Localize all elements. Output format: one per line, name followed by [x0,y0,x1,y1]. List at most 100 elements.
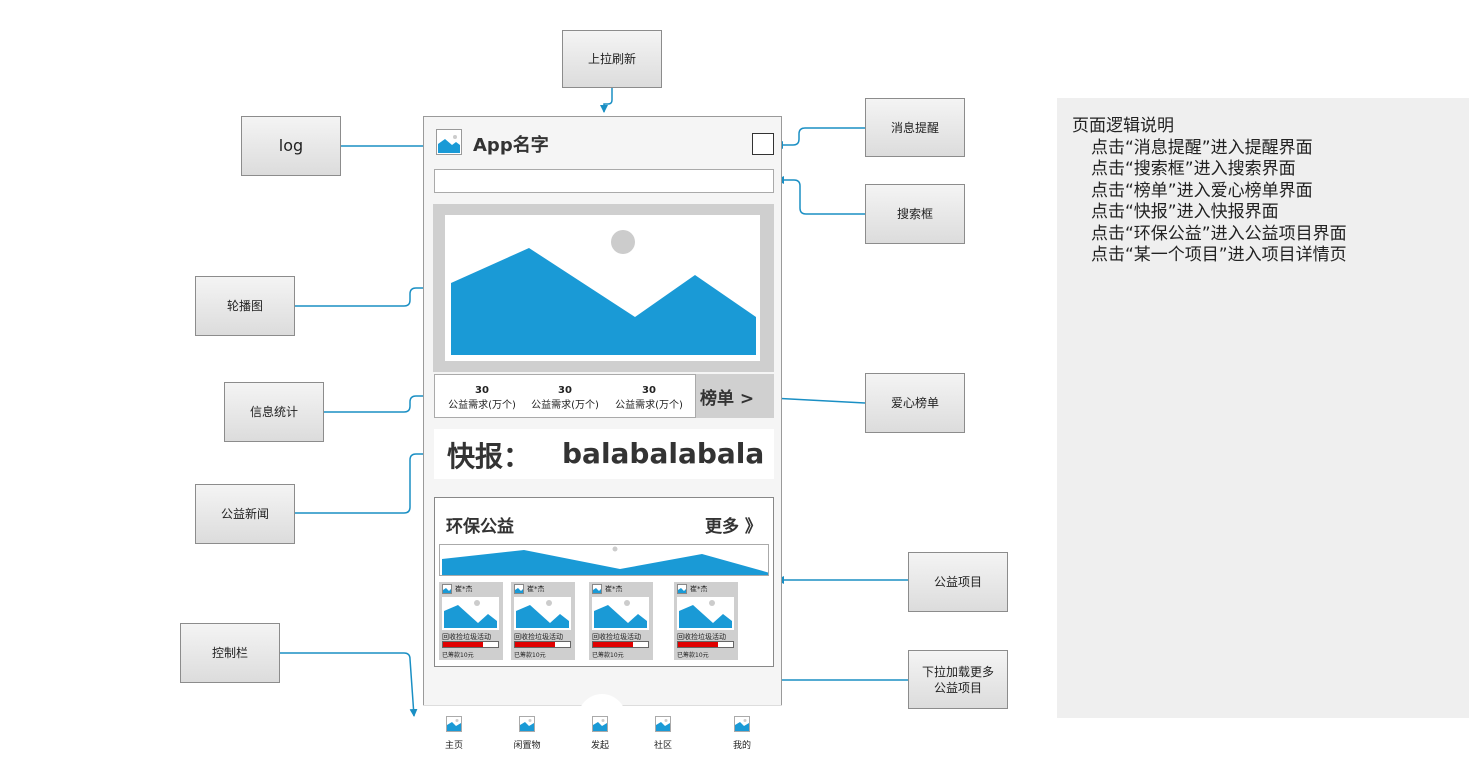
connector-control [280,652,418,717]
rank-button[interactable]: 榜单 > [696,374,774,418]
carousel-image [445,215,760,361]
connector-search [776,176,865,215]
stat-number: 30 [475,385,489,396]
connector-pull-refresh [600,88,613,113]
stat-number: 30 [642,385,656,396]
callout-log: log [241,116,341,176]
card-header: 崔*杰 [592,584,623,594]
card-progress-fill [593,642,633,647]
center-tab-bump [578,694,626,718]
stat-label: 公益需求(万个) [531,400,599,411]
card-raised: 已筹款10元 [514,652,546,659]
connector-news [295,450,433,514]
callout-charity-projects: 公益项目 [908,552,1008,612]
stat-item: 30 公益需求(万个) [609,383,689,413]
callout-control-bar: 控制栏 [180,623,280,683]
description-line: 点击“搜索框”进入搜索界面 [1091,159,1296,179]
connector-stats [323,392,433,413]
tab-home[interactable]: 主页 [429,716,479,751]
landscape-image-icon [594,600,647,628]
card-raised: 已筹款10元 [592,652,624,659]
landscape-image-icon [516,600,569,628]
card-progress-fill [515,642,555,647]
card-head-text: 崔*杰 [690,585,708,593]
image-icon [592,584,602,594]
news-label: 快报： [447,440,532,473]
callout-carousel: 轮播图 [195,276,295,336]
card-progress-fill [443,642,483,647]
community-icon [655,716,671,732]
initiate-icon [592,716,608,732]
card-image [442,597,499,630]
charity-projects-section: 环保公益 更多 》 崔*杰 回收捡垃圾活动 已筹 [434,497,774,667]
card-head-text: 崔*杰 [605,585,623,593]
callout-pull-refresh: 上拉刷新 [562,30,662,88]
landscape-image-icon [442,546,768,575]
tab-label: 我的 [732,741,751,751]
stat-number: 30 [558,385,572,396]
search-input[interactable] [434,169,774,193]
news-text: balabalabala [562,437,765,470]
tab-mine[interactable]: 我的 [717,716,767,751]
callout-search-box: 搜索框 [865,184,965,244]
card-name: 回收捡垃圾活动 [514,633,563,641]
card-head-text: 崔*杰 [455,585,473,593]
card-header: 崔*杰 [442,584,473,594]
stat-label: 公益需求(万个) [448,400,516,411]
landscape-image-icon [444,600,497,628]
callout-info-stats: 信息统计 [224,382,324,442]
card-head-text: 崔*杰 [527,585,545,593]
project-card[interactable]: 崔*杰 回收捡垃圾活动 已筹款10元 [439,582,503,660]
phone-mockup: App名字 30 公益需求(万个) 30 公益需求(万个) 30 公益需求(万个… [423,116,782,758]
projects-more-link[interactable]: 更多 》 [705,517,762,537]
callout-love-rank: 爱心榜单 [865,373,965,433]
description-title: 页面逻辑说明 [1072,116,1174,136]
projects-title[interactable]: 环保公益 [446,517,514,537]
description-line: 点击“快报”进入快报界面 [1091,202,1279,222]
idle-items-icon [519,716,535,732]
info-stats[interactable]: 30 公益需求(万个) 30 公益需求(万个) 30 公益需求(万个) [434,374,696,418]
card-image [677,597,734,630]
tab-initiate[interactable]: 发起 [575,716,625,751]
card-image [592,597,649,630]
connector-message [775,127,865,149]
description-line: 点击“榜单”进入爱心榜单界面 [1091,180,1313,201]
stat-item: 30 公益需求(万个) [442,383,522,413]
card-raised: 已筹款10元 [677,652,709,659]
card-image [514,597,571,630]
description-line: 点击“消息提醒”进入提醒界面 [1091,137,1313,158]
card-raised: 已筹款10元 [442,652,474,659]
card-progress-bar [677,641,734,648]
callout-charity-news: 公益新闻 [195,484,295,544]
card-progress-bar [442,641,499,648]
profile-icon [734,716,750,732]
projects-banner[interactable] [439,544,769,576]
landscape-image-icon [679,600,732,628]
image-icon [677,584,687,594]
tab-idle-items[interactable]: 闲置物 [502,716,552,751]
tab-community[interactable]: 社区 [638,716,688,751]
card-name: 回收捡垃圾活动 [592,633,641,641]
tab-label: 社区 [653,741,672,751]
news-flash[interactable]: 快报： balabalabala [434,429,774,479]
project-card[interactable]: 崔*杰 回收捡垃圾活动 已筹款10元 [589,582,653,660]
home-icon [446,716,462,732]
bottom-tab-bar: 主页 闲置物 发起 社区 我的 [423,694,782,758]
carousel-banner[interactable] [433,204,774,372]
card-progress-bar [592,641,649,648]
card-header: 崔*杰 [514,584,545,594]
image-icon [514,584,524,594]
card-name: 回收捡垃圾活动 [442,633,491,641]
message-alert-button[interactable] [752,133,774,155]
tab-label: 闲置物 [513,741,541,751]
card-name: 回收捡垃圾活动 [677,633,726,641]
project-card[interactable]: 崔*杰 回收捡垃圾活动 已筹款10元 [511,582,575,660]
app-logo-image[interactable] [436,129,462,155]
tab-label: 主页 [444,741,463,751]
project-card[interactable]: 崔*杰 回收捡垃圾活动 已筹款10元 [674,582,738,660]
card-header: 崔*杰 [677,584,708,594]
image-icon [438,135,460,153]
stat-label: 公益需求(万个) [615,400,683,411]
stat-item: 30 公益需求(万个) [525,383,605,413]
image-icon [442,584,452,594]
